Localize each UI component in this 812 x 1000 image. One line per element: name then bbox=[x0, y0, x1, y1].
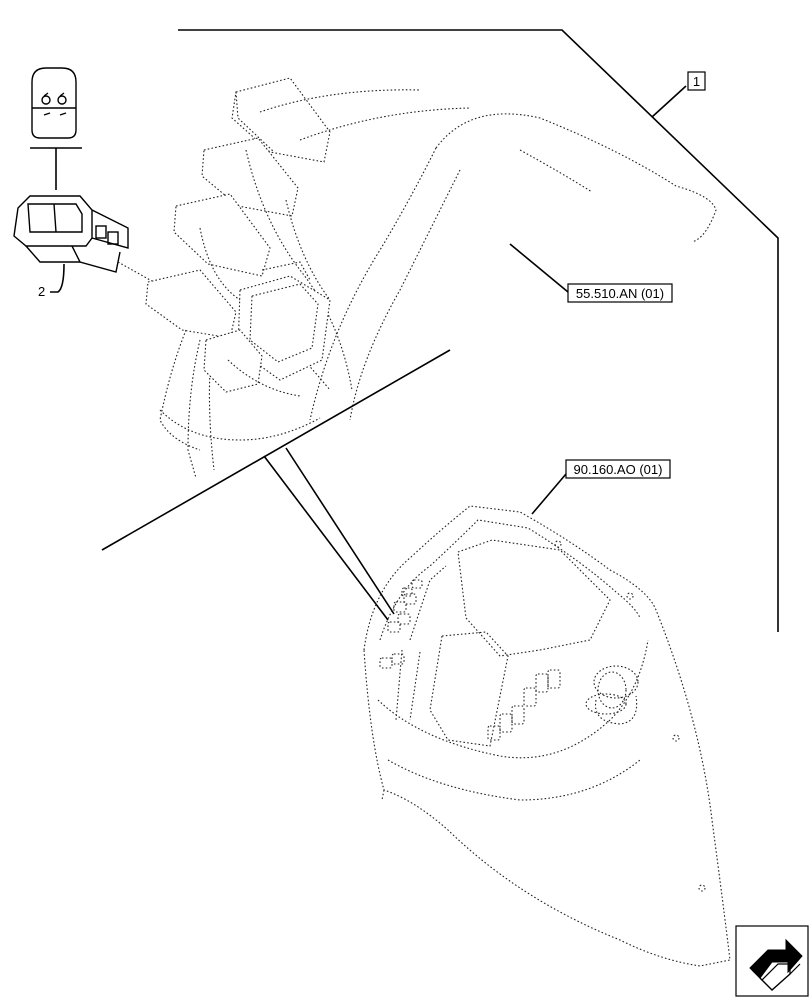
symbol-leader bbox=[30, 147, 82, 190]
callout-90-160-ao[interactable]: 90.160.AO (01) bbox=[531, 459, 671, 515]
callout-55-510-an-label: 55.510.AN (01) bbox=[576, 286, 664, 301]
section-cut-lines bbox=[101, 349, 451, 621]
callout-item-2[interactable]: 2 bbox=[38, 263, 65, 299]
callout-1-label: 1 bbox=[693, 74, 700, 89]
wiring-harness-assembly bbox=[145, 77, 717, 479]
callout-item-1[interactable]: 1 bbox=[687, 71, 706, 91]
next-page-arrow-icon[interactable] bbox=[735, 925, 809, 997]
assembly-boundary-line bbox=[178, 29, 779, 632]
rocker-switch-symbol-icon bbox=[31, 67, 77, 139]
callout-55-510-an[interactable]: 55.510.AN (01) bbox=[509, 243, 673, 303]
callout-2-label: 2 bbox=[38, 284, 45, 299]
rocker-switch-part bbox=[13, 195, 169, 291]
console-panel-assembly bbox=[363, 505, 731, 967]
callout-90-160-ao-label: 90.160.AO (01) bbox=[574, 462, 663, 477]
